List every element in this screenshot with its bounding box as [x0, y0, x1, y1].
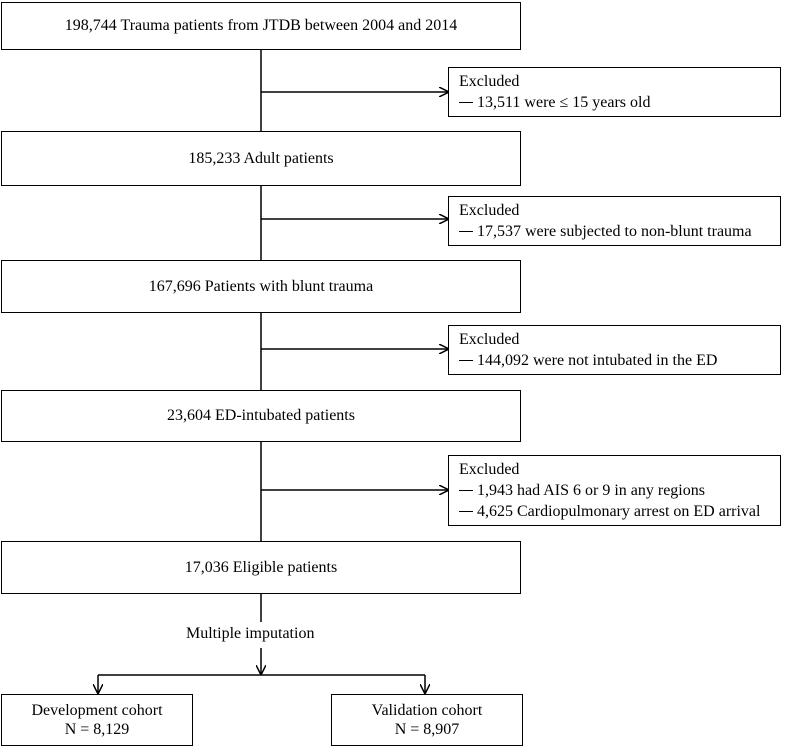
exclusion-item: 13,511 were ≤ 15 years old [459, 92, 780, 113]
step-label: 23,604 ED-intubated patients [167, 407, 355, 424]
dash-icon [459, 101, 473, 103]
validation-cohort-box: Validation cohort N = 8,907 [331, 694, 523, 746]
exclusion-item: 17,537 were subjected to non-blunt traum… [459, 221, 780, 242]
exclusion-title: Excluded [459, 461, 520, 478]
cohort-name: Validation cohort [371, 702, 483, 719]
flow-step-eligible: 17,036 Eligible patients [1, 541, 521, 594]
step-label: 17,036 Eligible patients [184, 558, 338, 576]
dash-icon [459, 489, 473, 491]
step-label: 185,233 Adult patients [188, 149, 334, 167]
exclusion-item: 144,092 were not intubated in the ED [459, 350, 780, 371]
flow-step-blunt: 167,696 Patients with blunt trauma [1, 260, 521, 313]
cohort-n: N = 8,907 [394, 721, 460, 738]
cohort-n: N = 8,129 [64, 721, 130, 738]
exclusion-title: Excluded [459, 202, 520, 219]
exclusion-title: Excluded [459, 73, 520, 90]
flow-step-adult: 185,233 Adult patients [1, 131, 521, 186]
dash-icon [459, 510, 473, 512]
flow-step-ed-intubated: 23,604 ED-intubated patients [1, 390, 521, 442]
development-cohort-box: Development cohort N = 8,129 [1, 694, 193, 746]
imputation-label: Multiple imputation [186, 625, 315, 642]
exclusion-box-not-intubated: Excluded 144,092 were not intubated in t… [448, 325, 781, 375]
exclusion-item: 1,943 had AIS 6 or 9 in any regions [459, 480, 780, 501]
exclusion-box-age: Excluded 13,511 were ≤ 15 years old [448, 67, 781, 117]
step-label: 198,744 Trauma patients from JTDB betwee… [64, 17, 458, 34]
cohort-name: Development cohort [31, 702, 163, 719]
exclusion-title: Excluded [459, 331, 520, 348]
flow-step-all-patients: 198,744 Trauma patients from JTDB betwee… [1, 2, 521, 50]
exclusion-box-ais-arrest: Excluded 1,943 had AIS 6 or 9 in any reg… [448, 455, 781, 526]
exclusion-item: 4,625 Cardiopulmonary arrest on ED arriv… [459, 501, 780, 522]
exclusion-box-non-blunt: Excluded 17,537 were subjected to non-bl… [448, 196, 781, 246]
step-label: 167,696 Patients with blunt trauma [148, 277, 374, 295]
dash-icon [459, 230, 473, 232]
dash-icon [459, 359, 473, 361]
